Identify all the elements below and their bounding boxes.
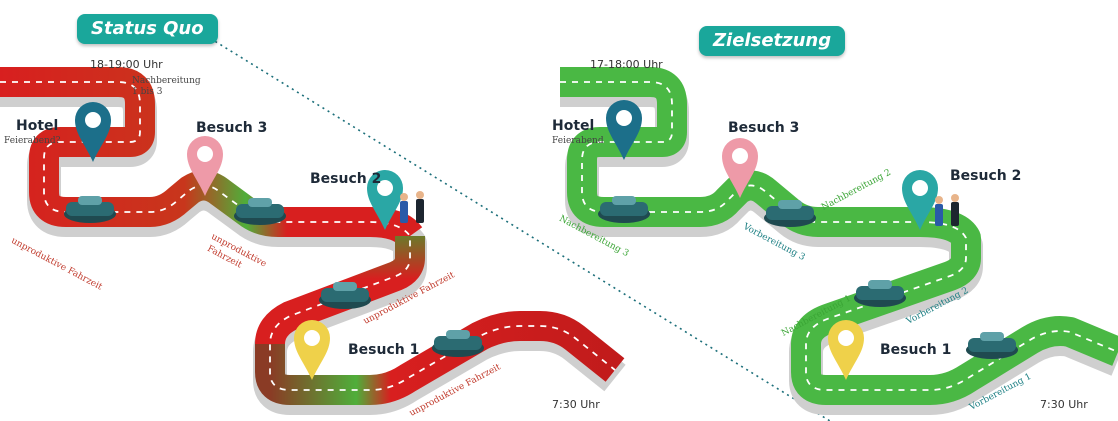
left-hotel-sub: Feierabend? [4, 136, 61, 146]
car-icon [319, 282, 371, 309]
car-icon [598, 196, 650, 223]
left-hotel-label: Hotel [16, 118, 59, 134]
hotel-pin-icon [75, 102, 111, 162]
besuch1-pin-icon [828, 320, 864, 380]
besuch3-pin-icon [722, 138, 758, 198]
besuch2-pin-icon [902, 170, 938, 230]
right-hotel-sub: Feierabend [552, 136, 604, 146]
right-time-end: 17-18:00 Uhr [590, 58, 663, 71]
car-icon [764, 200, 816, 227]
people-handshake-icon [935, 194, 959, 226]
left-besuch1-label: Besuch 1 [348, 342, 420, 358]
left-time-end: 18-19:00 Uhr [90, 58, 163, 71]
right-time-start: 7:30 Uhr [1040, 398, 1088, 411]
left-besuch2-label: Besuch 2 [310, 171, 382, 187]
besuch3-pin-icon [187, 136, 223, 196]
car-icon [432, 330, 484, 357]
left-time-start: 7:30 Uhr [552, 398, 600, 411]
left-nachbereitung-sub: 1 bis 3 [132, 87, 163, 97]
besuch2-pin-icon [367, 170, 403, 230]
left-nachbereitung: Nachbereitung [132, 76, 201, 86]
left-besuch3-label: Besuch 3 [196, 120, 268, 136]
right-hotel-label: Hotel [552, 118, 595, 134]
people-handshake-icon [400, 191, 424, 223]
car-icon [854, 280, 906, 307]
right-besuch2-label: Besuch 2 [950, 168, 1022, 184]
right-besuch1-label: Besuch 1 [880, 342, 952, 358]
right-besuch3-label: Besuch 3 [728, 120, 800, 136]
status-quo-badge: Status Quo [77, 14, 218, 44]
car-icon [64, 196, 116, 223]
besuch1-pin-icon [294, 320, 330, 380]
car-icon [966, 332, 1018, 359]
zielsetzung-badge: Zielsetzung [699, 26, 846, 56]
car-icon [234, 198, 286, 225]
hotel-pin-icon [606, 100, 642, 160]
